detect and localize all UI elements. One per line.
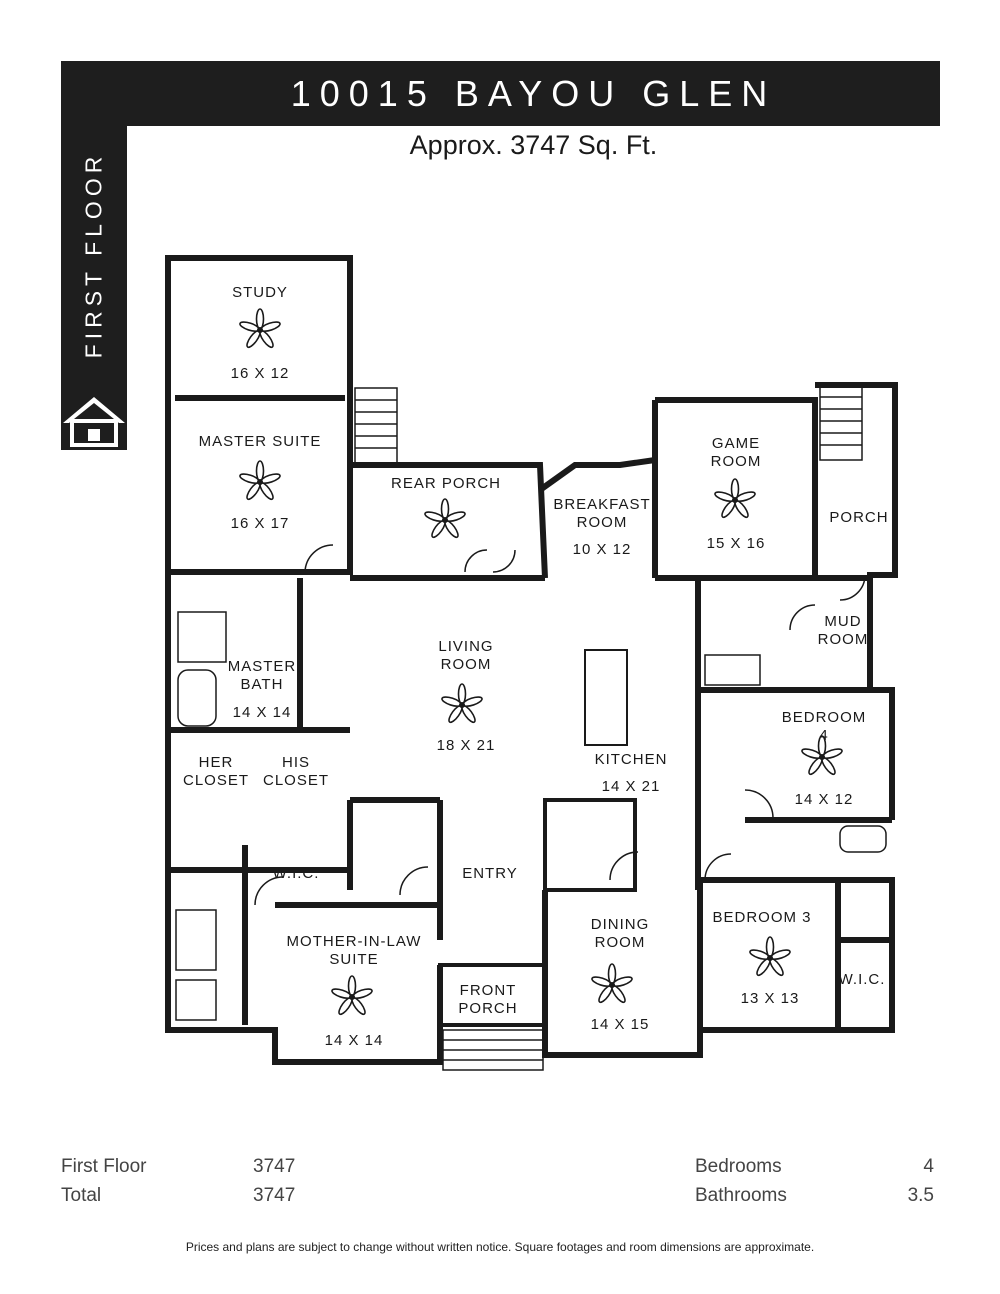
game-room-size: 15 X 16 — [706, 535, 766, 552]
bedroom3-size: 13 X 13 — [740, 990, 800, 1007]
bedroom4-size: 14 X 12 — [794, 791, 854, 808]
master-suite-size: 16 X 17 — [230, 515, 290, 532]
page-title: 10015 BAYOU GLEN — [290, 72, 777, 114]
square-footage: Approx. 3747 Sq. Ft. — [409, 130, 658, 160]
breakfast-label: BREAKFAST ROOM — [553, 496, 651, 531]
study-size: 16 X 12 — [230, 365, 290, 382]
bedrooms-value: 4 — [923, 1156, 934, 1177]
breakfast-size: 10 X 12 — [572, 541, 632, 558]
total-label: Total — [61, 1185, 102, 1206]
front-porch-label: FRONT PORCH — [458, 982, 518, 1017]
living-room-size: 18 X 21 — [436, 737, 496, 754]
first-floor-label: First Floor — [61, 1156, 147, 1177]
floor-plan: STUDY 16 X 12 MASTER SUITE 16 X 17 REAR … — [150, 245, 910, 1075]
bathrooms-label: Bathrooms — [695, 1185, 787, 1206]
porch-label: PORCH — [829, 509, 889, 526]
her-closet-label: HER CLOSET — [182, 754, 250, 789]
first-floor-value: 3747 — [253, 1156, 296, 1177]
bedrooms-label: Bedrooms — [695, 1156, 782, 1177]
floor-label: FIRST FLOOR — [80, 151, 107, 359]
disclaimer: Prices and plans are subject to change w… — [185, 1240, 815, 1254]
bedroom3-label: BEDROOM 3 — [712, 909, 812, 926]
floor-plan-walls — [165, 255, 898, 1071]
master-suite-label: MASTER SUITE — [198, 433, 322, 450]
total-value: 3747 — [253, 1185, 296, 1206]
master-bath-label: MASTER BATH — [227, 658, 297, 693]
mother-in-law-label: MOTHER-IN-LAW SUITE — [286, 933, 422, 968]
dining-room-label: DINING ROOM — [590, 916, 650, 951]
study-label: STUDY — [232, 284, 288, 301]
title-bar: 10015 BAYOU GLEN — [127, 61, 940, 126]
entry-label: ENTRY — [462, 865, 518, 882]
mud-room-label: MUD ROOM — [817, 613, 869, 648]
sidebar-band — [61, 61, 127, 450]
kitchen-size: 14 X 21 — [601, 778, 661, 795]
master-bath-size: 14 X 14 — [232, 704, 292, 721]
dining-room-size: 14 X 15 — [590, 1016, 650, 1033]
bathrooms-value: 3.5 — [907, 1185, 934, 1206]
his-closet-label: HIS CLOSET — [262, 754, 330, 789]
wic-right-label: W.I.C. — [838, 971, 886, 988]
mother-in-law-size: 14 X 14 — [324, 1032, 384, 1049]
kitchen-label: KITCHEN — [594, 751, 668, 768]
wic-left-label: W.I.C. — [272, 865, 320, 882]
bedroom4-label: BEDROOM 4 — [781, 709, 867, 744]
home-icon — [63, 397, 125, 447]
living-room-label: LIVING ROOM — [438, 638, 494, 673]
game-room-label: GAME ROOM — [710, 435, 762, 470]
rear-porch-label: REAR PORCH — [390, 475, 502, 492]
